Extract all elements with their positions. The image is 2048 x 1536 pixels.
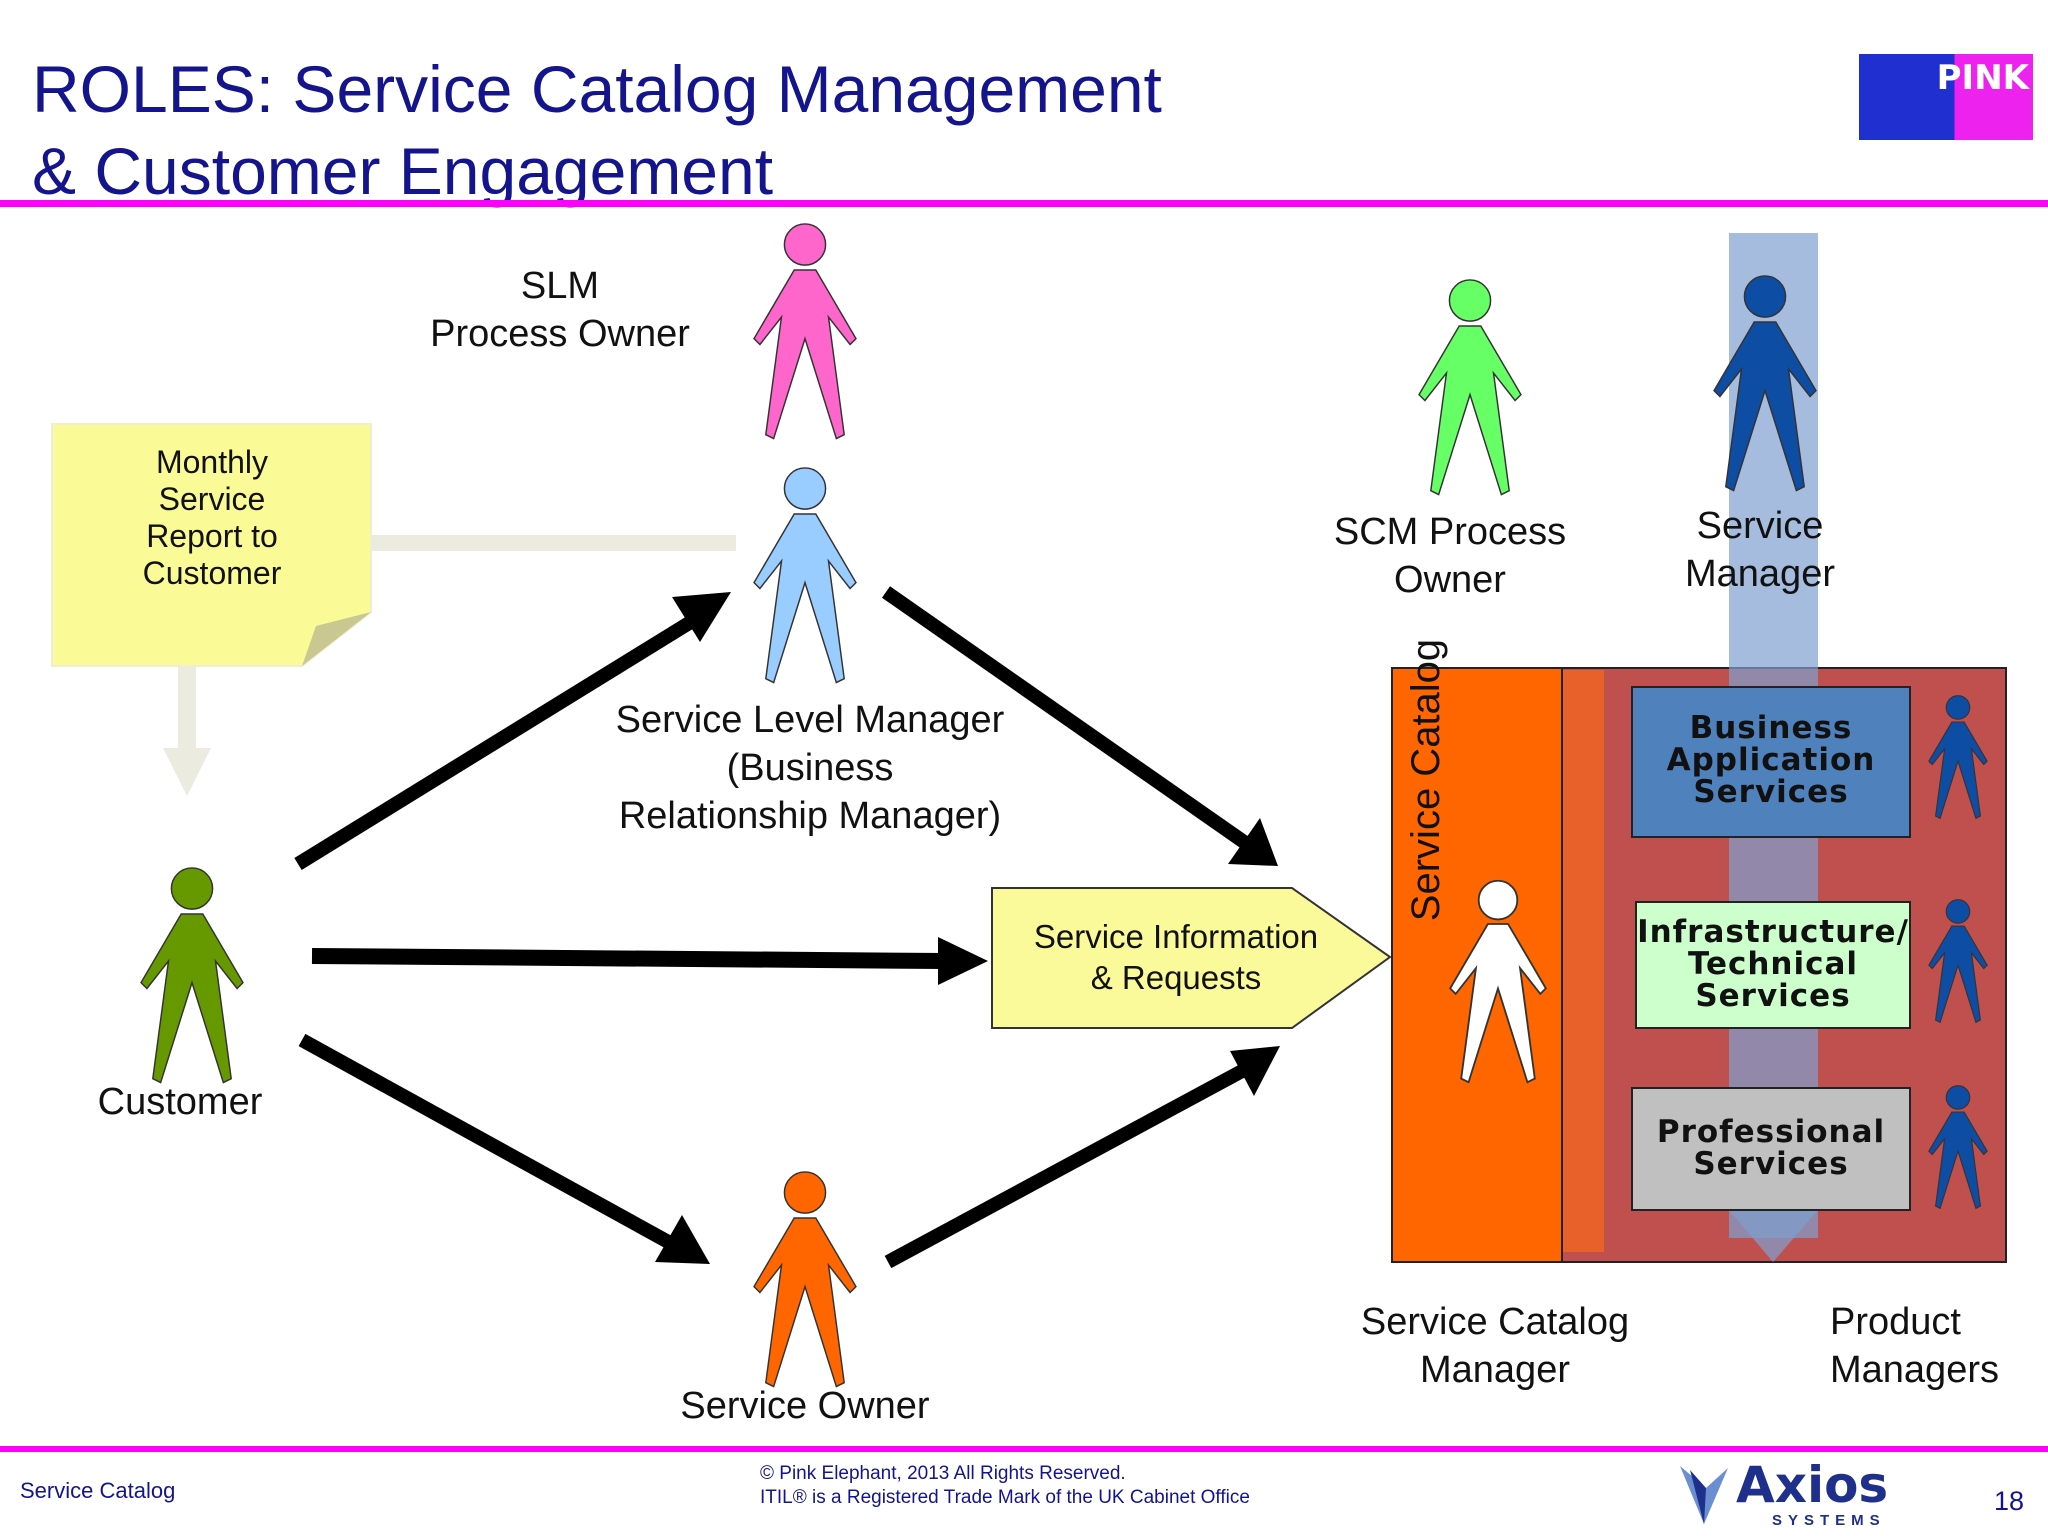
box-line: Business [1689, 710, 1853, 746]
pink-elephant-logo: PINK [1859, 54, 2033, 140]
service-catalog-label-text: Service Catalog [1404, 638, 1448, 922]
arrow-customer-to-service-owner [298, 1033, 710, 1264]
label-line: Manager [1420, 1349, 1570, 1391]
service-manager-label: Service Manager [1640, 502, 1880, 598]
arrow-slm-to-catalog [881, 586, 1278, 866]
business-application-services-box [1631, 686, 1911, 838]
scm-process-owner-figure [1418, 279, 1522, 496]
title-line-2: & Customer Engagement [32, 134, 774, 208]
service-information-shape [991, 887, 1392, 1029]
service-owner-label: Service Owner [680, 1385, 930, 1427]
customer-figure [140, 867, 244, 1084]
flow-arrows [294, 586, 1280, 1269]
box-line: Professional [1656, 1114, 1886, 1150]
copyright-line: © Pink Elephant, 2013 All Rights Reserve… [760, 1463, 1126, 1484]
arrow-service-owner-to-catalog [884, 1046, 1280, 1269]
note-down-arrow [163, 664, 211, 796]
title-line-1: ROLES: Service Catalog Management [32, 52, 1162, 126]
service-level-manager-figure [753, 467, 857, 684]
monthly-report-note-text: Monthly Service Report to Customer [52, 444, 372, 592]
label-line: Relationship Manager) [618, 795, 1002, 837]
scm-process-owner-label: SCM Process Owner [1300, 508, 1600, 604]
box-line: Services [1695, 978, 1851, 1014]
label-line: Manager [1685, 553, 1835, 595]
label-line: Owner [1394, 559, 1506, 601]
label-line: Service Catalog [1360, 1301, 1630, 1343]
footer-copyright: © Pink Elephant, 2013 All Rights Reserve… [760, 1462, 1250, 1510]
service-info-line: Service Information [1033, 918, 1319, 955]
axios-logo-sub: SYSTEMS [1772, 1512, 1886, 1529]
axios-logo-word: Axios [1736, 1456, 1889, 1514]
note-line: Service [158, 481, 266, 517]
monthly-report-note [51, 423, 372, 667]
service-owner-figure [753, 1171, 857, 1388]
service-info-line: & Requests [1090, 959, 1262, 996]
label-line: SLM [520, 265, 600, 307]
axios-mark-icon [1680, 1466, 1728, 1524]
footer-section-label: Service Catalog [20, 1478, 176, 1503]
service-information-text: Service Information & Requests [996, 916, 1356, 998]
footer-divider [0, 1446, 2048, 1452]
page-number: 18 [1994, 1486, 2025, 1516]
trademark-line: ITIL® is a Registered Trade Mark of the … [760, 1487, 1250, 1508]
slm-process-owner-label: SLM Process Owner [400, 262, 720, 358]
product-managers-label: Product Managers [1830, 1298, 2020, 1394]
box-line: Services [1693, 1146, 1849, 1182]
service-level-manager-label: Service Level Manager (Business Relation… [570, 696, 1050, 840]
page-title: ROLES: Service Catalog Management & Cust… [32, 48, 1162, 212]
label-line: Product [1830, 1301, 1961, 1343]
box-line: Technical [1687, 946, 1859, 982]
box-line: Infrastructure/ [1637, 914, 1909, 950]
note-line: Report to [146, 518, 278, 554]
title-divider [0, 200, 2048, 207]
note-connector [370, 535, 736, 551]
label-line: SCM Process [1333, 511, 1567, 553]
slm-process-owner-figure [753, 223, 857, 440]
note-line: Monthly [155, 444, 269, 480]
professional-services-text: Professional Services [1632, 1116, 1910, 1180]
axios-logo: Axios SYSTEMS [1676, 1456, 1888, 1529]
box-line: Application [1666, 742, 1876, 778]
note-line: Customer [142, 555, 282, 591]
label-line: Service Level Manager [615, 699, 1005, 741]
service-catalog-manager-label: Service Catalog Manager [1330, 1298, 1660, 1394]
label-line: (Business [726, 747, 894, 789]
arrow-customer-to-slm [294, 592, 731, 870]
arrow-customer-to-service-info [311, 937, 988, 985]
infrastructure-technical-services-text: Infrastructure/ Technical Services [1636, 916, 1910, 1012]
label-line: Service [1696, 505, 1824, 547]
customer-label: Customer [97, 1081, 263, 1123]
label-line: Managers [1830, 1349, 1999, 1391]
label-line: Process Owner [430, 313, 690, 355]
business-application-services-text: Business Application Services [1632, 712, 1910, 808]
infrastructure-technical-services-box [1635, 901, 1911, 1029]
box-line: Services [1693, 774, 1849, 810]
pink-logo-text: PINK [1936, 58, 2029, 98]
professional-services-box [1631, 1087, 1911, 1211]
